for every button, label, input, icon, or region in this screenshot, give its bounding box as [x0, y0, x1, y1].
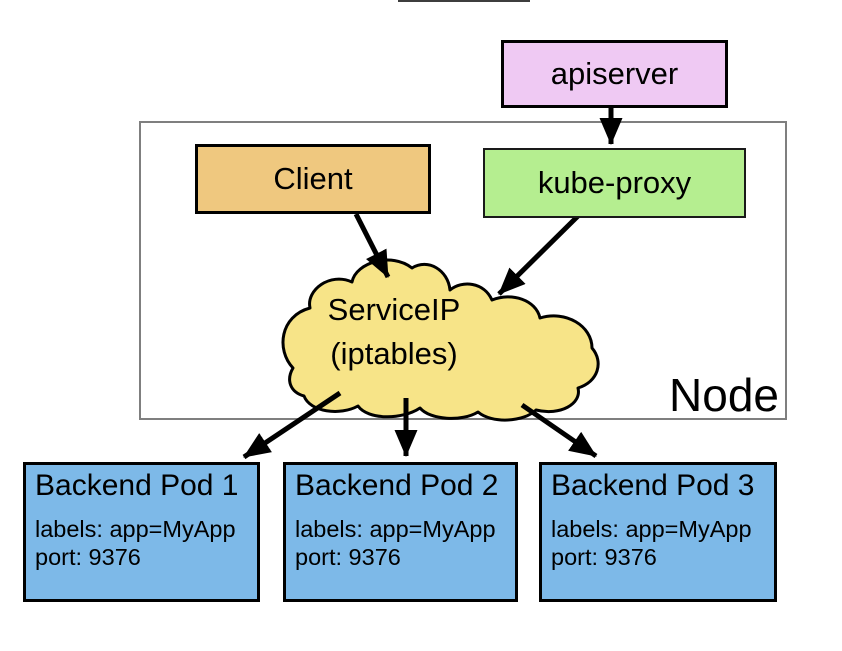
arrow-serviceip-to-pod3 [520, 402, 598, 459]
pod-port: port: 9376 [295, 544, 401, 571]
backend-pod-2-box: Backend Pod 2 labels: app=MyApp port: 93… [283, 462, 518, 602]
backend-pod-1-box: Backend Pod 1 labels: app=MyApp port: 93… [23, 462, 260, 602]
client-box: Client [195, 144, 431, 214]
cropped-top-line [398, 0, 530, 2]
apiserver-label: apiserver [550, 56, 679, 91]
serviceip-line: ServiceIP [327, 292, 461, 327]
node-label: Node [669, 369, 779, 421]
pod-labels: labels: app=MyApp [295, 515, 496, 542]
apiserver-box: apiserver [501, 40, 728, 108]
iptables-line: (iptables) [330, 336, 458, 372]
kube-proxy-box: kube-proxy [483, 148, 746, 218]
arrow-kubeproxy-to-serviceip [497, 214, 580, 296]
pod-title: Backend Pod 1 [35, 469, 239, 502]
pod-title: Backend Pod 2 [295, 469, 499, 502]
serviceip-cloud-shape [281, 258, 600, 422]
backend-pod-3-box: Backend Pod 3 labels: app=MyApp port: 93… [539, 462, 777, 602]
kube-proxy-label: kube-proxy [537, 165, 692, 200]
arrow-serviceip-to-pod1 [242, 390, 342, 460]
serviceip-cloud-label: ServiceIP (iptables) [288, 288, 500, 376]
pod-port: port: 9376 [35, 544, 141, 571]
arrow-client-to-serviceip [353, 212, 391, 279]
pod-labels: labels: app=MyApp [551, 515, 752, 542]
pod-port: port: 9376 [551, 544, 657, 571]
pod-labels: labels: app=MyApp [35, 515, 236, 542]
client-label: Client [273, 161, 353, 196]
pod-title: Backend Pod 3 [551, 469, 755, 502]
